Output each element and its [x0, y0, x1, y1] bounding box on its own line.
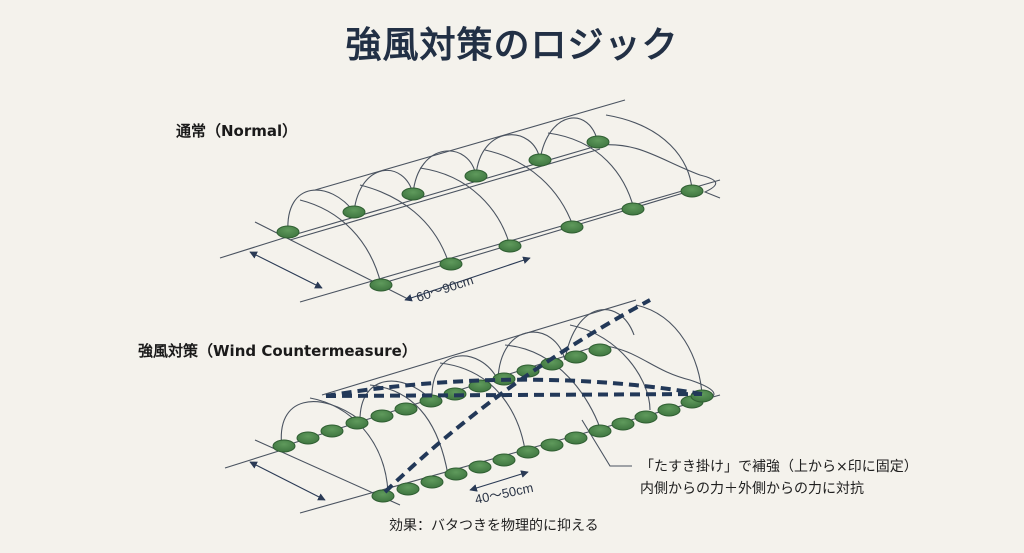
wind-spacing-label: 40〜50cm: [474, 480, 535, 507]
effect-caption: 効果：バタつきを物理的に抑える: [389, 518, 599, 534]
normal-pegs: [276, 135, 704, 292]
normal-spacing-label: 60〜90cm: [414, 272, 475, 305]
annotation-forces: 内側からの力＋外側からの力に対抗: [640, 481, 864, 497]
page-title: 強風対策のロジック: [345, 25, 679, 66]
annotation-cross-brace: 「たすき掛け」で補強（上から×印に固定）: [640, 459, 918, 475]
section-label-normal: 通常（Normal）: [176, 122, 298, 140]
section-label-wind: 強風対策（Wind Countermeasure）: [138, 342, 417, 360]
cross-brace: [325, 298, 703, 494]
